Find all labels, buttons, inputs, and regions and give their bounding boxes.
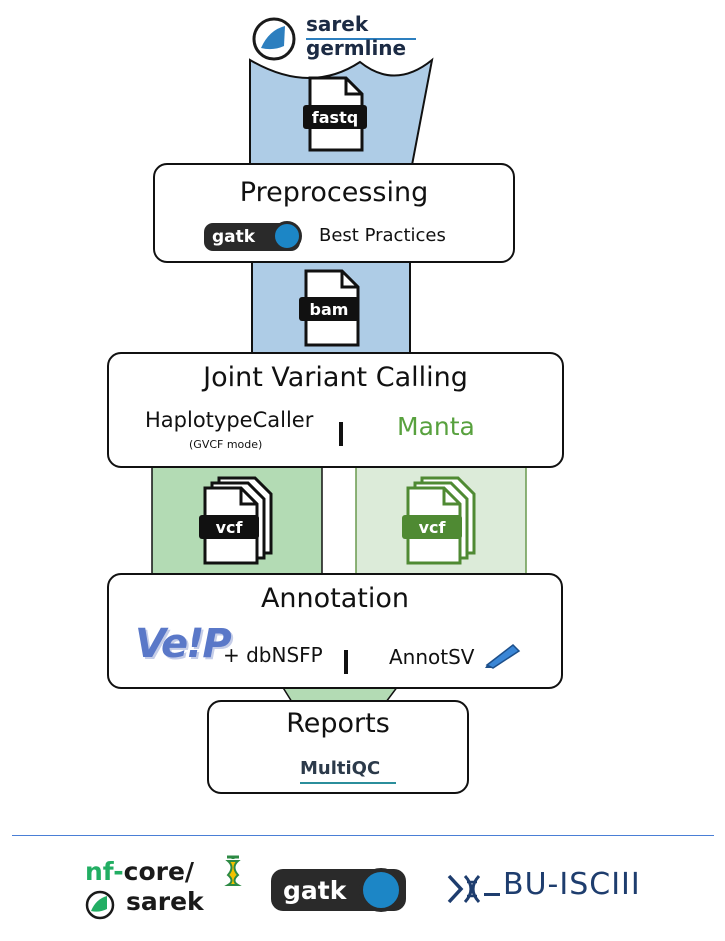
footer-gatk-logo: gatk: [271, 868, 406, 912]
isciii-underscore: [484, 893, 500, 896]
header-logo-line1: sarek: [306, 12, 369, 36]
vcf-right-label: vcf: [419, 518, 447, 537]
annotation-stage: Annotation Ve!P + dbNSFP AnnotSV: [107, 573, 563, 689]
vcf-stack-right-icon: vcf: [400, 475, 486, 569]
apple-core-icon: [221, 853, 245, 891]
reports-title: Reports: [286, 708, 390, 739]
footer-divider: [12, 835, 714, 836]
multiqc-underline: [300, 782, 396, 784]
annotsv-label: AnnotSV: [389, 645, 475, 669]
annotation-title: Annotation: [260, 583, 410, 614]
preprocessing-title: Preprocessing: [239, 177, 429, 208]
fastq-file-icon: fastq: [300, 75, 370, 157]
gatk-logo-text: gatk: [212, 227, 256, 247]
nfcore-suffix: core/: [123, 857, 195, 886]
bam-label: bam: [310, 300, 349, 319]
fastq-label: fastq: [312, 108, 358, 127]
haplotypecaller-note: (GVCF mode): [189, 438, 263, 451]
vep-logo: Ve!P: [135, 621, 232, 667]
calling-separator: [339, 422, 343, 446]
vep-extra-label: + dbNSFP: [223, 643, 323, 667]
vcf-stack-left-icon: vcf: [197, 475, 283, 569]
gatk-logo: gatk: [204, 221, 302, 251]
sarek-logo-icon: [251, 16, 297, 62]
manta-label: Manta: [397, 412, 475, 441]
multiqc-logo: MultiQC: [300, 758, 381, 779]
footer-gatk-wrench-icon: [359, 868, 403, 912]
pencil-icon: [483, 641, 523, 673]
dna-icon: [447, 872, 487, 910]
isciii-text: BU-ISCIII: [503, 867, 641, 902]
haplotypecaller-label: HaplotypeCaller: [145, 408, 314, 432]
isciii-label: BU-ISCIII: [484, 867, 641, 902]
nfcore-prefix: nf-: [85, 857, 124, 886]
preprocessing-stage: Preprocessing gatk Best Practices: [153, 163, 515, 263]
calling-title: Joint Variant Calling: [203, 362, 468, 393]
bam-file-icon: bam: [296, 268, 366, 352]
calling-stage: Joint Variant Calling HaplotypeCaller (G…: [107, 352, 564, 468]
nfcore-logo-text: nf-core/: [85, 857, 194, 886]
header-logo-underline: [306, 38, 416, 40]
preprocessing-subtitle: Best Practices: [319, 225, 446, 246]
reports-stage: Reports MultiQC: [207, 700, 469, 794]
sarek-footer-logo-icon: [85, 890, 115, 920]
header-logo-line2: germline: [306, 36, 407, 60]
gatk-wrench-icon: [272, 221, 302, 251]
sarek-footer-label: sarek: [126, 887, 204, 916]
vcf-left-label: vcf: [216, 518, 244, 537]
footer-gatk-text: gatk: [283, 875, 347, 905]
annotation-separator: [344, 650, 348, 674]
